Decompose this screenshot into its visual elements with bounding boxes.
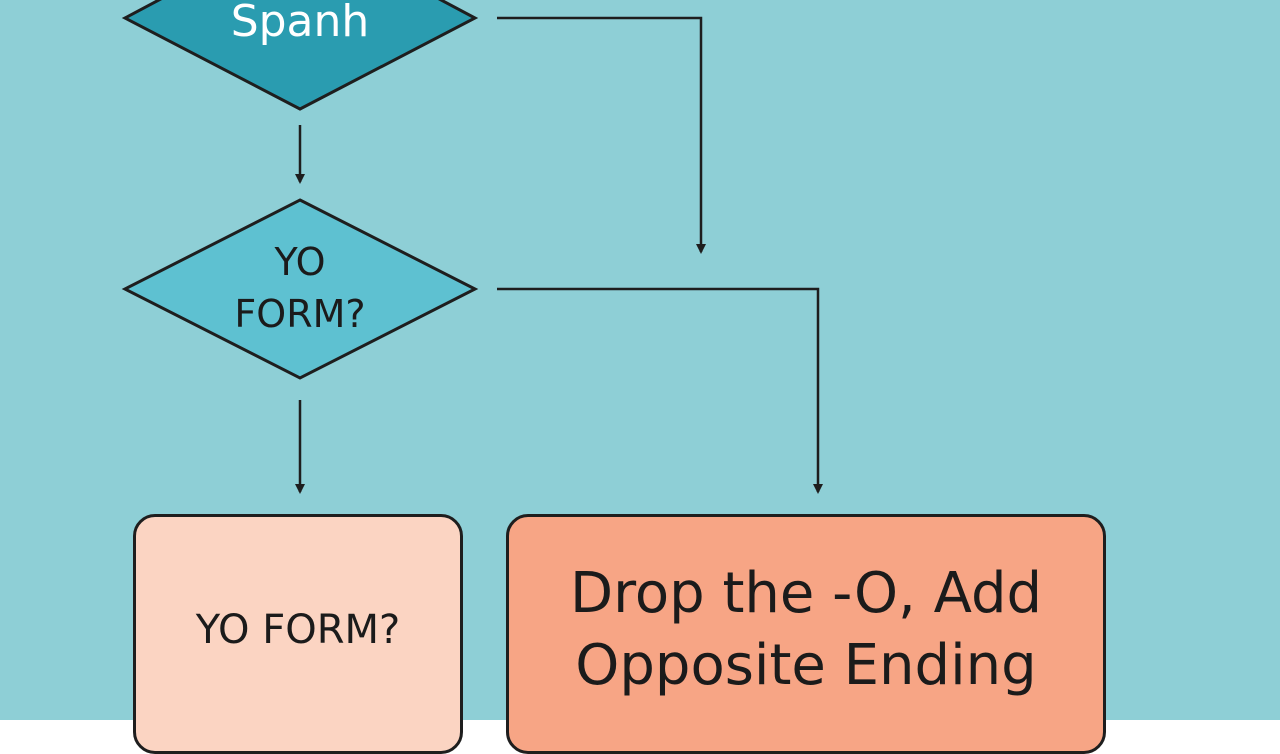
right-result-box-label: Drop the -O, Add Opposite Ending [569, 561, 1043, 698]
yo-form-decision-diamond [121, 198, 479, 380]
connector-yo-to-right-box [497, 287, 823, 494]
right-result-box [506, 514, 1106, 754]
connector-start-right-branch [497, 16, 706, 254]
flowchart-connectors [121, 0, 823, 494]
left-result-box-label: YO FORM? [195, 607, 401, 653]
start-decision-diamond [121, 0, 479, 111]
start-decision-label: Spanh [230, 0, 370, 47]
yo-form-decision-label: YO FORM? [234, 239, 366, 336]
left-result-box [133, 514, 463, 754]
